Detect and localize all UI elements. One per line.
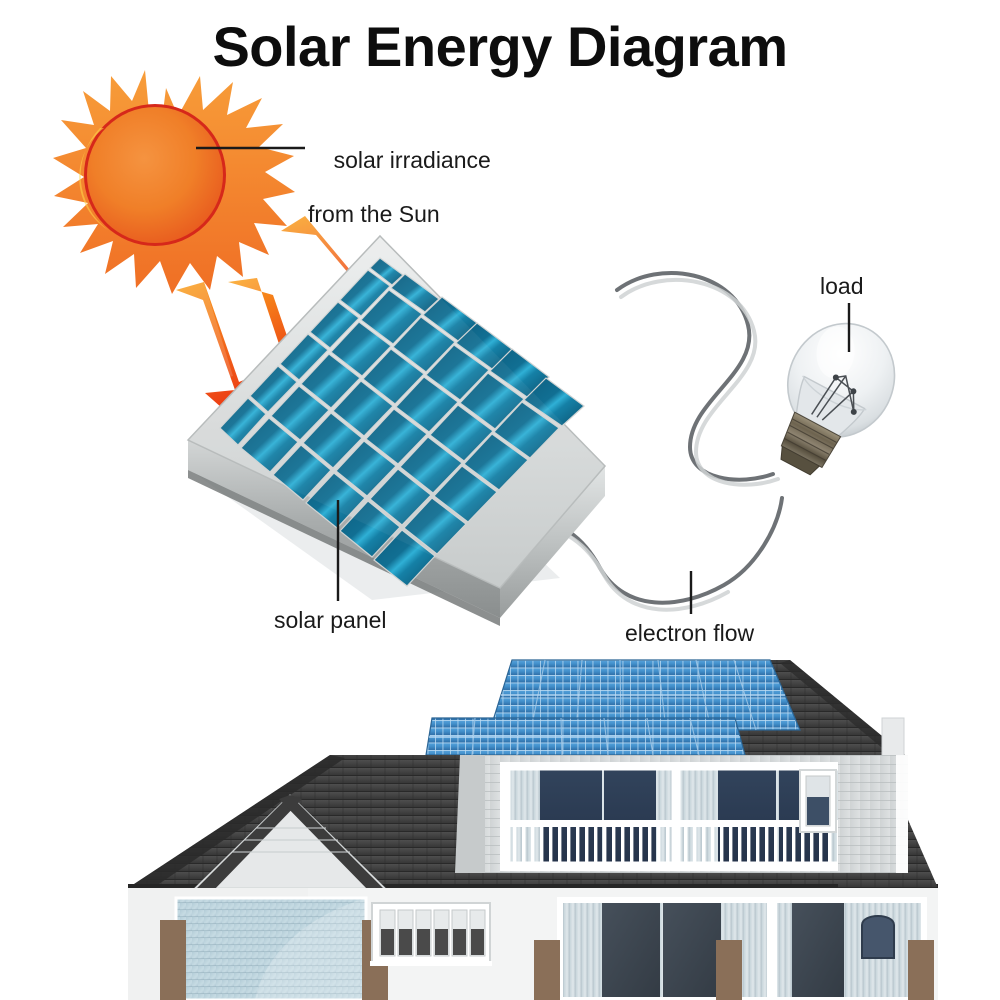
sun-highlight [79,128,108,230]
bulb-neck [795,375,866,437]
bulb-highlight [816,326,855,379]
pillar-ground-3 [908,940,934,1000]
filament-node-1 [832,374,839,381]
pillar-ground-1 [534,940,560,1000]
house-illustration [128,659,938,1000]
bulb-screw-base [780,411,842,476]
panel-bottom-edge [188,470,500,626]
corner-trim [896,755,908,873]
panel-gloss [188,236,605,588]
roof-pv-array-lower [425,717,746,756]
label-solar-irradiance: solar irradiance from the Sun [308,120,491,283]
bulb-neck-line [802,375,867,411]
filament-node-2 [850,388,857,395]
label-load: load [820,273,864,299]
sun-icon [53,70,295,294]
main-roof-hip [128,755,345,890]
balcony-railing [500,820,848,871]
label-solar-irradiance-line2: from the Sun [308,201,440,228]
upper-roof-hip-right [780,660,905,757]
roof-pv-array-upper [489,659,801,731]
bulb-base-tip [780,445,821,476]
sun-disc [87,107,223,243]
filament-node-3 [850,408,857,415]
pillar-garage-left [160,920,186,1000]
arched-window [861,915,895,959]
garage-door [174,896,368,1000]
wire-upper [615,271,775,482]
label-electron-flow: electron flow [625,620,755,646]
panel-cells [219,257,585,587]
solar-panel-illustration [186,234,607,626]
garage-gable [193,794,387,892]
light-bulb-icon [780,322,896,476]
side-window [799,769,837,833]
panel-side-right [500,466,605,618]
label-solar-panel: solar panel [274,607,387,633]
label-solar-irradiance-line1: solar irradiance [333,147,491,174]
upper-wall-left-return [455,755,485,873]
multi-pane-window [370,902,492,966]
leader-lines [196,146,851,614]
pillar-ground-2 [716,940,742,1000]
page-title: Solar Energy Diagram [212,15,788,78]
